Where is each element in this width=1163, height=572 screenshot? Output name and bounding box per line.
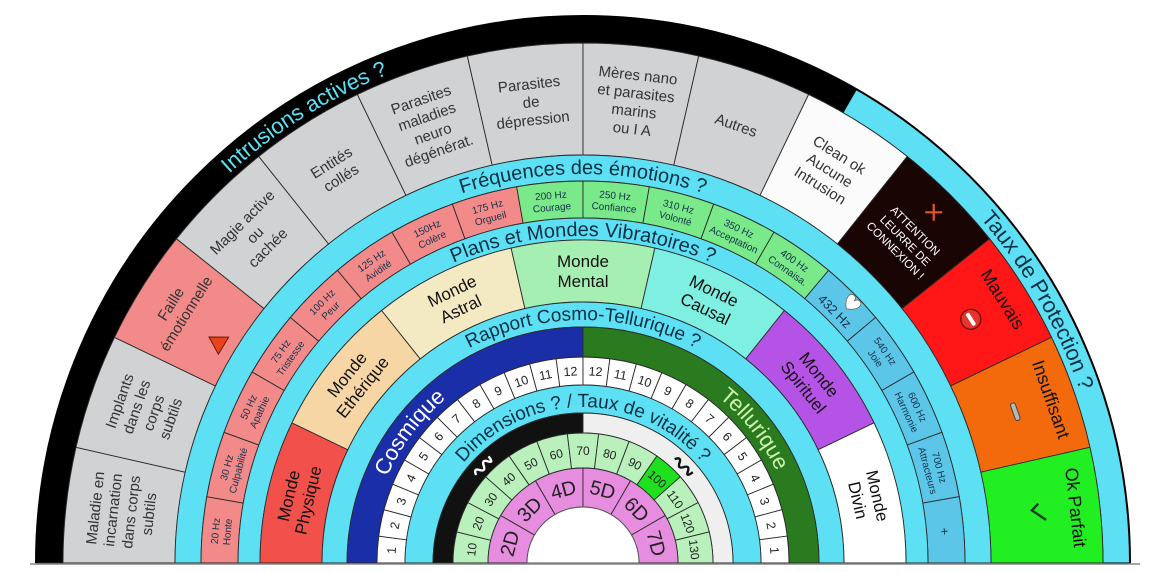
chart-rings: Intrusions actives ?Taux de Protection ?… <box>35 15 1131 564</box>
warning-triangle-icon <box>208 336 230 356</box>
check-icon <box>1030 502 1047 521</box>
frequency-label: 250 HzConfiance <box>591 189 638 216</box>
cosmic-number-line: 2 <box>388 521 403 531</box>
vitality-label: 80 <box>602 446 619 463</box>
vitality-label-line: 120 <box>677 512 697 536</box>
cosmic-number: 11 <box>538 367 554 383</box>
telluric-number-line: 11 <box>613 367 629 383</box>
cosmic-number-line: 10 <box>513 373 531 391</box>
bar-icon <box>1010 402 1021 421</box>
telluric-number: 11 <box>613 367 629 383</box>
vitality-label-line: 20 <box>470 514 488 532</box>
intrusion-label-line: ou I A <box>612 119 652 140</box>
telluric-number: 3 <box>757 496 773 507</box>
telluric-number-line: 2 <box>763 521 778 531</box>
cosmic-number: 1 <box>385 546 399 554</box>
x-icon <box>925 203 943 221</box>
world-label-line: Mental <box>557 272 608 291</box>
vitality-label-line: 60 <box>548 446 565 463</box>
frequency-label-line: Honte <box>222 518 235 546</box>
wave-icon-dark <box>674 457 694 476</box>
heart-icon <box>845 293 862 310</box>
intrusion-label-line: Parasites <box>497 73 561 97</box>
vitality-label: 90 <box>626 455 645 474</box>
cosmic-number: 2 <box>388 521 403 531</box>
telluric-number-line: 10 <box>636 373 654 391</box>
telluric-number: 1 <box>767 547 781 555</box>
telluric-number-line: 12 <box>588 364 603 379</box>
telluric-number-line: 3 <box>757 496 773 507</box>
frequency-label-line: Courage <box>532 201 572 215</box>
telluric-number: 2 <box>763 521 778 531</box>
outer-rim <box>35 15 1131 564</box>
telluric-number: 10 <box>636 373 654 391</box>
vitality-label: 120 <box>677 512 697 536</box>
vitality-label: 20 <box>470 514 488 532</box>
frequency-label: 200 HzCourage <box>531 189 572 215</box>
vitality-label: 60 <box>548 446 565 463</box>
frequency-label-line: + <box>937 527 953 536</box>
cosmic-number-line: 12 <box>563 364 578 379</box>
vitality-label: 70 <box>576 444 590 458</box>
intrusion-label-line: subtils <box>139 492 161 536</box>
frequency-label-line: 250 Hz <box>599 190 632 204</box>
cosmic-number-line: 1 <box>385 546 399 554</box>
telluric-number-line: 1 <box>767 547 781 555</box>
intrusion-label: Parasitesmaladiesneurodégénérat. <box>384 80 475 171</box>
cosmic-number: 3 <box>394 496 410 507</box>
frequency-label-line: 200 Hz <box>535 190 568 204</box>
telluric-number: 12 <box>588 364 603 379</box>
vitality-label: 10 <box>464 542 480 557</box>
frequency-label-line: Confiance <box>591 201 637 216</box>
intrusion-label-line: marins <box>611 101 658 123</box>
cosmic-number-line: 3 <box>394 496 410 507</box>
wave-icon-light <box>473 455 493 476</box>
center-hole <box>526 506 640 564</box>
minus-circle-icon <box>960 308 982 331</box>
vitality-label: 50 <box>522 455 541 474</box>
cosmic-number: 12 <box>563 364 578 379</box>
vitality-label-line: 50 <box>522 455 541 474</box>
frequency-label-line: 20 Hz <box>210 517 223 544</box>
cosmic-number-line: 11 <box>538 367 554 383</box>
intrusion-label-line: de <box>522 93 540 112</box>
vitality-label-line: 70 <box>576 444 590 458</box>
frequency-label: 20 HzHonte <box>210 517 235 546</box>
frequency-label: + <box>937 527 953 536</box>
world-label-line: Monde <box>557 252 609 271</box>
cosmic-number: 10 <box>513 373 531 391</box>
vitality-label: 130 <box>686 539 702 561</box>
vitality-label-line: 130 <box>686 539 702 561</box>
vitality-label-line: 80 <box>602 446 619 463</box>
vitality-label-line: 10 <box>464 542 480 557</box>
vitality-label-line: 90 <box>626 455 645 474</box>
